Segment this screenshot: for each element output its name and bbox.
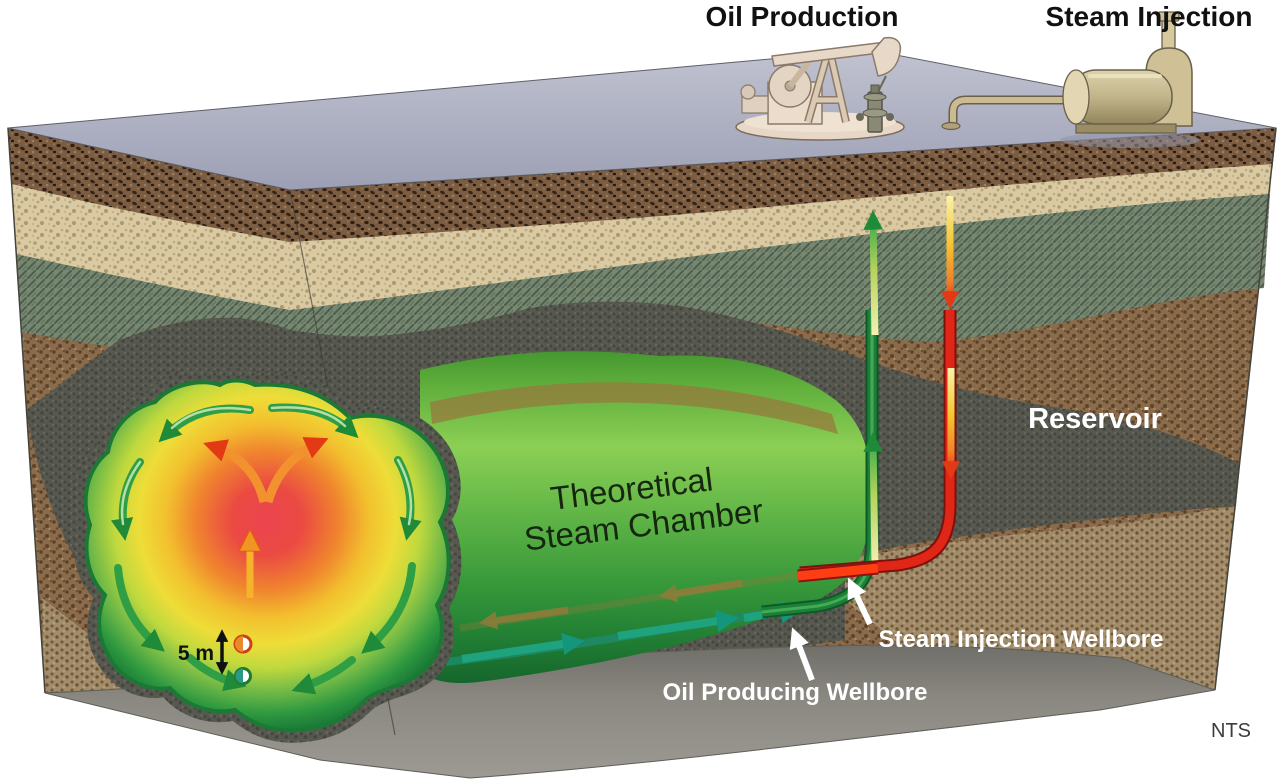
steam-generator-icon	[941, 11, 1200, 148]
well-pair-cross-sections	[233, 634, 253, 685]
oil-up-arrow-1	[863, 210, 883, 336]
steam-split-left	[203, 439, 269, 504]
reservoir-label: Reservoir	[1028, 403, 1162, 435]
steam-wellbore-pointer-arrow	[847, 577, 873, 626]
chamber-circulation-sheen	[120, 406, 413, 526]
steam-flow-arrow-left-1	[658, 579, 743, 603]
steam-split-right	[263, 437, 329, 504]
horse-head	[871, 36, 902, 77]
cylinder-oil-band	[430, 382, 838, 434]
scale-marker: 5 m	[178, 629, 229, 675]
steam-flow-arrow-left-2	[478, 606, 569, 630]
block-right-edge	[1214, 127, 1277, 691]
oil-flow-arrow-right-2	[617, 609, 739, 640]
chamber-cross-section	[83, 378, 451, 733]
pump-jack-icon	[735, 36, 905, 141]
strata-sand-layer	[12, 164, 1272, 312]
steam-rise-arrows	[203, 437, 329, 598]
surface-top-face	[7, 49, 1277, 191]
steam-injection-wellbore-label: Steam Injection Wellbore	[879, 626, 1164, 653]
oil-flow-arrow-right-1	[461, 632, 585, 663]
oil-production-label: Oil Production	[706, 1, 899, 32]
scale-marker-label: 5 m	[178, 642, 214, 665]
steam-chamber-cylinder	[420, 351, 870, 684]
surface-equipment	[735, 11, 1200, 148]
wellhead-icon	[856, 84, 894, 133]
steam-injection-wellbore-pipe	[797, 196, 961, 583]
steam-injection-label: Steam Injection	[1046, 1, 1253, 32]
oil-up-arrow-2	[863, 432, 883, 566]
oil-producing-wellbore-label: Oil Producing Wellbore	[663, 679, 928, 706]
strata-underburden	[845, 506, 1236, 690]
block-left-edge	[7, 127, 46, 694]
steam-chamber: 5 m	[73, 189, 870, 743]
nts-label: NTS	[1211, 720, 1251, 742]
oil-wellbore-pointer-arrow	[789, 627, 815, 682]
ground-surface	[7, 49, 1277, 191]
